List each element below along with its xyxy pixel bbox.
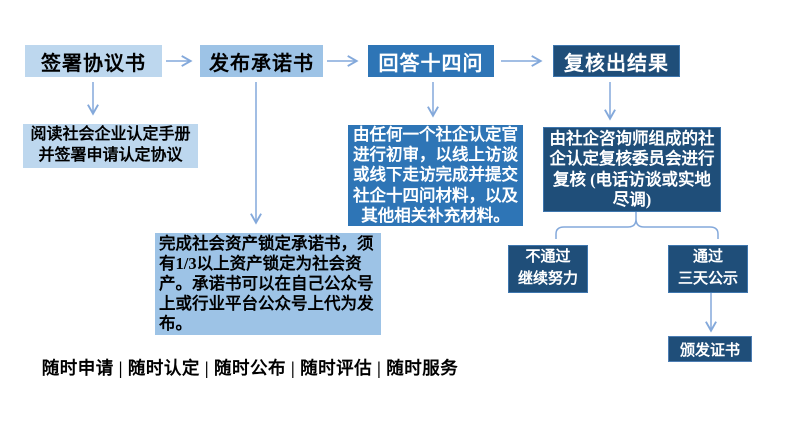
step-label: 复核出结果 — [564, 52, 669, 75]
detail-text: 由社企咨询师组成的社企认定复核委员会进行复核 (电话访谈或实地尽调) — [549, 129, 715, 209]
step-box-publish-commitment: 发布承诺书 — [200, 45, 323, 77]
outcome-title: 不通过 — [525, 249, 571, 266]
step-label: 签署协议书 — [41, 52, 146, 75]
detail-box-read-manual: 阅读社会企业认定手册并签署申请认定协议 — [23, 124, 198, 168]
tagline: 随时申请 | 随时认定 | 随时公布 | 随时评估 | 随时服务 — [30, 354, 470, 380]
step-label: 回答十四问 — [378, 52, 484, 75]
tagline-text: 随时申请 | 随时认定 | 随时公布 | 随时评估 | 随时服务 — [41, 357, 459, 378]
bracket-split-connector — [555, 212, 719, 239]
outcome-subtitle: 三天公示 — [677, 271, 738, 287]
outcome-box-pass: 通过 三天公示 — [668, 245, 748, 293]
detail-box-asset-lock-commitment: 完成社会资产锁定承诺书，须有1/3以上资产锁定为社会资产。承诺书可以在自己公众号… — [155, 233, 381, 335]
certificate-label: 颁发证书 — [679, 342, 740, 359]
detail-box-review-committee: 由社企咨询师组成的社企认定复核委员会进行复核 (电话访谈或实地尽调) — [543, 127, 721, 212]
step-label: 发布承诺书 — [209, 52, 314, 75]
outcome-title: 通过 — [692, 249, 723, 266]
outcome-box-fail: 不通过 继续努力 — [508, 245, 588, 293]
detail-text: 完成社会资产锁定承诺书，须有1/3以上资产锁定为社会资产。承诺书可以在自己公众号… — [159, 233, 374, 334]
detail-box-initial-review: 由任何一个社企认定官进行初审，以线上访谈或线下走访完成并提交社企十四问材料，以及… — [348, 125, 523, 226]
detail-text: 阅读社会企业认定手册并签署申请认定协议 — [30, 126, 191, 164]
step-box-sign-agreement: 签署协议书 — [25, 45, 162, 77]
certificate-box: 颁发证书 — [668, 336, 752, 362]
step-box-review-result: 复核出结果 — [553, 45, 680, 77]
outcome-subtitle: 继续努力 — [517, 271, 578, 287]
step-box-answer-fourteen-questions: 回答十四问 — [368, 45, 494, 77]
detail-text: 由任何一个社企认定官进行初审，以线上访谈或线下走访完成并提交社企十四问材料，以及… — [353, 125, 518, 225]
